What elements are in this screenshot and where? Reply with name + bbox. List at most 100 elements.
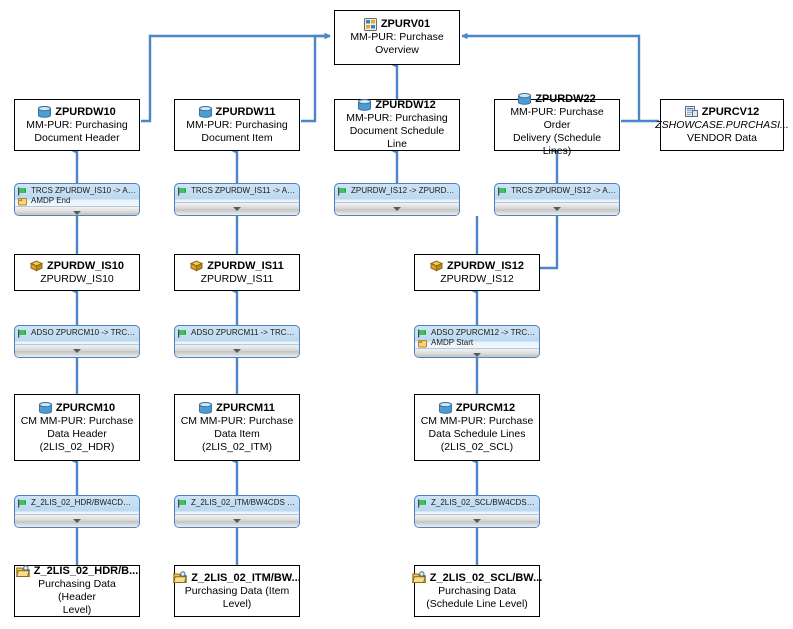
transformation-expand-handle[interactable] — [495, 202, 619, 215]
transformation-flag-icon — [18, 329, 27, 338]
transformation-row[interactable]: Z_2LIS_02_HDR/BW4CDS -> Z... — [18, 498, 136, 508]
transformation-row[interactable]: ADSO ZPURCM11 -> TRCS ZP... — [178, 328, 296, 338]
transformation-expand-handle[interactable] — [175, 202, 299, 215]
transformation-tr-is12-adso[interactable]: TRCS ZPURDW_IS12 -> ADSO... — [494, 183, 620, 216]
infosource-icon — [29, 259, 43, 272]
node-zpurdw-is11[interactable]: ZPURDW_IS11 ZPURDW_IS11 — [174, 254, 300, 291]
transformation-rows: ADSO ZPURCM11 -> TRCS ZP... — [175, 326, 299, 344]
transformation-tr-cm11-trcs[interactable]: ADSO ZPURCM11 -> TRCS ZP... — [174, 325, 300, 358]
transformation-rows: Z_2LIS_02_HDR/BW4CDS -> Z... — [15, 496, 139, 514]
node-desc-line: (2LIS_02_HDR) — [39, 440, 115, 453]
transformation-row[interactable]: Z_2LIS_02_ITM/BW4CDS -> Z... — [178, 498, 296, 508]
node-title-row: Z_2LIS_02_ITM/BW... — [173, 571, 301, 585]
node-name: Z_2LIS_02_SCL/BW... — [429, 571, 543, 584]
transformation-expand-handle[interactable] — [175, 344, 299, 357]
open-ods-view-icon — [684, 105, 698, 118]
transformation-expand-handle[interactable] — [175, 514, 299, 527]
node-zpurcm11[interactable]: ZPURCM11 CM MM-PUR: Purchase Data Item (… — [174, 394, 300, 461]
node-desc-line: MM-PUR: Purchasing — [346, 112, 448, 124]
node-name: ZPURDW11 — [215, 105, 276, 118]
transformation-label: TRCS ZPURDW_IS10 -> ADSO... — [31, 186, 136, 195]
transformation-row[interactable]: TRCS ZPURDW_IS10 -> ADSO... — [18, 186, 136, 196]
transformation-flag-icon — [178, 187, 187, 196]
chevron-down-icon — [233, 519, 241, 523]
transformation-expand-handle[interactable] — [15, 206, 139, 215]
transformation-rows: Z_2LIS_02_ITM/BW4CDS -> Z... — [175, 496, 299, 514]
node-desc-line: ZPURDW_IS12 — [440, 272, 514, 285]
transformation-tr-ds-scl[interactable]: Z_2LIS_02_SCL/BW4CDS -> Z... — [414, 495, 540, 528]
transformation-flag-icon — [18, 187, 27, 196]
transformation-label: Z_2LIS_02_SCL/BW4CDS -> Z... — [431, 498, 536, 507]
node-desc-line: Purchasing Data (Item — [184, 584, 290, 597]
node-name: ZPURDW12 — [375, 99, 436, 111]
transformation-label: AMDP Start — [431, 338, 474, 347]
node-zpurcm10[interactable]: ZPURCM10 CM MM-PUR: Purchase Data Header… — [14, 394, 140, 461]
node-desc-line: CM MM-PUR: Purchase — [20, 414, 134, 427]
node-desc-line: MM-PUR: Purchasing — [26, 118, 128, 131]
node-zpurdw11[interactable]: ZPURDW11 MM-PUR: Purchasing Document Ite… — [174, 99, 300, 151]
node-title-row: ZPURV01 — [363, 17, 430, 31]
node-name: ZPURDW_IS10 — [46, 259, 125, 272]
transformation-label: ADSO ZPURCM11 -> TRCS ZP... — [191, 328, 296, 337]
node-zpurdw-is10[interactable]: ZPURDW_IS10 ZPURDW_IS10 — [14, 254, 140, 291]
transformation-row[interactable]: ADSO ZPURCM10 -> TRCS ZP... — [18, 328, 136, 338]
transformation-tr-cm12-trcs[interactable]: ADSO ZPURCM12 -> TRCS ZP... AMDP Start — [414, 325, 540, 358]
transformation-row[interactable]: AMDP End — [18, 196, 136, 206]
node-zpurdw-is12[interactable]: ZPURDW_IS12 ZPURDW_IS12 — [414, 254, 540, 291]
node-desc-line: MM-PUR: Purchase Order — [510, 105, 604, 131]
node-zpurdw10[interactable]: ZPURDW10 MM-PUR: Purchasing Document Hea… — [14, 99, 140, 151]
chevron-down-icon — [473, 519, 481, 523]
node-name: ZPURDW10 — [55, 105, 116, 118]
amdp-icon — [18, 197, 27, 206]
transformation-rows: ADSO ZPURCM10 -> TRCS ZP... — [15, 326, 139, 344]
transformation-label: Z_2LIS_02_HDR/BW4CDS -> Z... — [31, 498, 136, 507]
node-datasource-hdr[interactable]: Z_2LIS_02_HDR/B... Purchasing Data (Head… — [14, 564, 140, 617]
transformation-expand-handle[interactable] — [15, 344, 139, 357]
transformation-flag-icon — [418, 329, 427, 338]
node-zpurdw22[interactable]: ZPURDW22 MM-PUR: Purchase Order Delivery… — [494, 92, 620, 157]
transformation-tr-cm10-trcs[interactable]: ADSO ZPURCM10 -> TRCS ZP... — [14, 325, 140, 358]
transformation-tr-is11-adso[interactable]: TRCS ZPURDW_IS11 -> ADSO... — [174, 183, 300, 216]
transformation-expand-handle[interactable] — [335, 202, 459, 215]
transformation-row[interactable]: TRCS ZPURDW_IS12 -> ADSO... — [498, 186, 616, 196]
transformation-tr-is12-dw12[interactable]: ZPURDW_IS12 -> ZPURDW12 — [334, 183, 460, 216]
transformation-row[interactable]: TRCS ZPURDW_IS11 -> ADSO... — [178, 186, 296, 196]
amdp-icon — [418, 339, 427, 348]
node-datasource-scl[interactable]: Z_2LIS_02_SCL/BW... Purchasing Data (Sch… — [411, 565, 543, 617]
node-name: ZPURCM11 — [216, 401, 275, 414]
infosource-icon — [429, 259, 443, 272]
composite-provider-icon — [363, 17, 377, 31]
transformation-row[interactable]: AMDP Start — [418, 338, 536, 348]
node-desc-line: ZSHOWCASE.PURCHASI... — [655, 118, 789, 131]
node-name: Z_2LIS_02_ITM/BW... — [191, 571, 301, 584]
adso-icon — [198, 105, 212, 118]
node-zpurv01[interactable]: ZPURV01 MM-PUR: Purchase Overview — [334, 10, 460, 65]
transformation-tr-ds-itm[interactable]: Z_2LIS_02_ITM/BW4CDS -> Z... — [174, 495, 300, 528]
node-desc-line: Level) — [62, 604, 92, 616]
node-title-row: ZPURDW_IS12 — [429, 259, 524, 273]
node-title-row: ZPURDW_IS10 — [29, 259, 125, 273]
transformation-label: Z_2LIS_02_ITM/BW4CDS -> Z... — [191, 498, 296, 507]
node-title-row: ZPURCM10 — [38, 401, 116, 415]
node-title-row: ZPURCM12 — [438, 401, 515, 415]
node-datasource-itm[interactable]: Z_2LIS_02_ITM/BW... Purchasing Data (Ite… — [173, 565, 301, 617]
transformation-flag-icon — [338, 187, 347, 196]
transformation-tr-is10-adso[interactable]: TRCS ZPURDW_IS10 -> ADSO... AMDP End — [14, 183, 140, 216]
transformation-expand-handle[interactable] — [415, 348, 539, 357]
transformation-expand-handle[interactable] — [15, 514, 139, 527]
node-zpurcm12[interactable]: ZPURCM12 CM MM-PUR: Purchase Data Schedu… — [414, 394, 540, 461]
transformation-row[interactable]: ADSO ZPURCM12 -> TRCS ZP... — [418, 328, 536, 338]
node-title-row: ZPURDW_IS11 — [190, 259, 284, 273]
transformation-row[interactable]: Z_2LIS_02_SCL/BW4CDS -> Z... — [418, 498, 536, 508]
transformation-expand-handle[interactable] — [415, 514, 539, 527]
transformation-row[interactable]: ZPURDW_IS12 -> ZPURDW12 — [338, 186, 456, 196]
adso-icon — [518, 92, 532, 105]
node-zpurdw12[interactable]: ZPURDW12 MM-PUR: Purchasing Document Sch… — [334, 99, 460, 151]
node-name: ZPURCM10 — [55, 401, 116, 414]
node-desc-line: Document Item — [201, 131, 273, 144]
transformation-label: AMDP End — [31, 196, 71, 205]
node-zpurcv12[interactable]: ZPURCV12 ZSHOWCASE.PURCHASI... VENDOR Da… — [655, 99, 789, 151]
adso-icon — [38, 105, 52, 118]
transformation-tr-ds-hdr[interactable]: Z_2LIS_02_HDR/BW4CDS -> Z... — [14, 495, 140, 528]
